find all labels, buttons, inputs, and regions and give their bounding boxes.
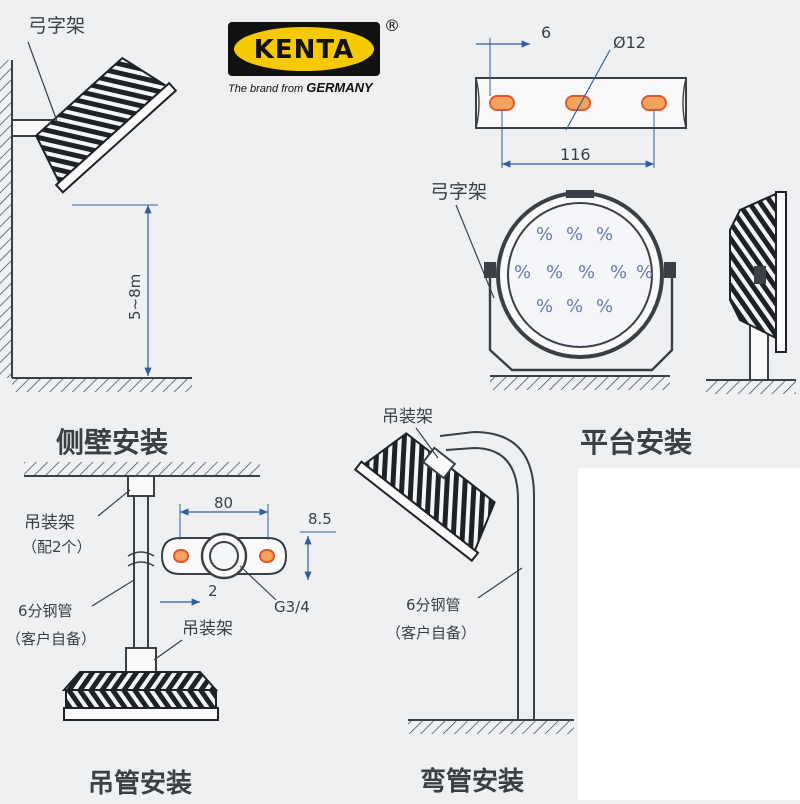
pendant-hanger-qty: （配2个） — [22, 538, 92, 556]
bent-pipe-title: 弯管安装 — [420, 766, 524, 797]
bow-bracket — [488, 270, 674, 372]
plate-slot-left — [489, 95, 515, 111]
blank-area — [578, 468, 800, 800]
dim-hole-leader — [565, 49, 611, 131]
plate-slot-center — [565, 95, 591, 111]
platform-install: 6 Ø12 116 %%% %%%%% %%% 弓字架 — [430, 23, 796, 459]
pendant-lamp-lens — [63, 707, 219, 721]
pendant-hanger2-leader — [153, 639, 183, 661]
pendant-pipe-label: 6分钢管 — [18, 602, 73, 620]
dim-edge-label: 6 — [541, 23, 551, 42]
tagline-country: GERMANY — [306, 80, 373, 95]
lamp-lens — [507, 202, 653, 348]
plate-slot-right — [641, 95, 667, 111]
svg-text:%: % — [610, 262, 627, 283]
bent-hanger-leader — [415, 427, 439, 459]
dim-spacing-label: 116 — [560, 145, 591, 164]
bent-pipe-outer — [439, 430, 535, 720]
side-knob — [754, 266, 766, 284]
plate-break-right — [682, 77, 687, 129]
hanger-hole-right — [259, 549, 275, 563]
top-hanger — [127, 475, 155, 497]
side-wall-title: 侧壁安装 — [56, 426, 168, 459]
svg-text:%: % — [578, 262, 595, 283]
logo-oval — [234, 27, 374, 71]
brand-logo: KENTA ® The brand from GERMANY — [228, 16, 400, 100]
pendant-lamp-fins — [61, 671, 219, 691]
bottom-hanger — [125, 647, 157, 673]
pendant-hanger-leader — [97, 489, 131, 517]
platform-floor-hatch — [490, 376, 670, 390]
ceiling-hatch — [24, 462, 260, 476]
side-wall-bracket-label: 弓字架 — [28, 15, 85, 37]
tagline-prefix: The brand from — [228, 83, 304, 95]
pendant-title: 吊管安装 — [88, 769, 192, 799]
bent-pipe-note: （客户自备） — [386, 624, 476, 642]
svg-text:%: % — [536, 224, 553, 245]
hanger-detail-bore — [209, 541, 239, 571]
bracket-leader — [27, 41, 59, 125]
bracket-knob-left — [484, 262, 496, 278]
bent-pipe-label: 6分钢管 — [406, 596, 461, 614]
platform-bracket-label: 弓字架 — [430, 181, 487, 203]
bent-hanger-label: 吊装架 — [382, 407, 433, 427]
brand-name: KENTA — [253, 35, 355, 65]
dim-gap-label: 2 — [208, 582, 218, 600]
svg-text:%: % — [596, 224, 613, 245]
bent-pipe-install: 吊装架 6分钢管 （客户自备） 弯管安装 — [353, 407, 574, 797]
thread-label: G3/4 — [274, 598, 310, 616]
dim-width-label: 80 — [214, 494, 233, 512]
bent-pipe-leader — [477, 567, 523, 599]
svg-text:%: % — [546, 262, 563, 283]
pipe-break — [127, 551, 155, 567]
hanger-hole-left — [173, 549, 189, 563]
wall-lamp — [34, 56, 178, 194]
brand-tagline: The brand from GERMANY — [228, 80, 373, 95]
bent-hanger — [421, 446, 457, 480]
dim-hole-label: Ø12 — [613, 33, 646, 52]
lamp-top-clip — [566, 190, 594, 198]
pendant-lamp-body — [65, 689, 217, 709]
bent-floor-hatch — [408, 720, 574, 734]
platform-bracket-leader — [455, 204, 495, 299]
bent-lamp — [353, 432, 496, 563]
bent-pipe-inner — [445, 446, 519, 720]
pendant-install: 吊装架 （配2个） 6分钢管 （客户自备） 吊装架 80 8.5 2 G3/4 — [6, 462, 336, 799]
led-pattern: %%% %%%%% %%% — [514, 224, 653, 317]
thread-leader — [239, 565, 277, 601]
svg-text:%: % — [596, 296, 613, 317]
pendant-pipe-leader — [91, 579, 135, 607]
pendant-pipe-note: （客户自备） — [6, 630, 96, 648]
svg-text:%: % — [566, 224, 583, 245]
side-lamp-lens — [775, 191, 787, 353]
svg-text:%: % — [514, 262, 531, 283]
side-floor-hatch — [706, 380, 796, 394]
pendant-hanger-label: 吊装架 — [24, 513, 75, 533]
side-wall-install: 弓字架 5~8m 侧壁安装 — [0, 15, 192, 459]
svg-text:%: % — [636, 262, 653, 283]
svg-text:%: % — [566, 296, 583, 317]
pendant-hanger-label-2: 吊装架 — [182, 619, 233, 639]
bracket-knob-right — [664, 262, 676, 278]
floor-hatch — [12, 378, 192, 392]
height-label: 5~8m — [126, 274, 144, 320]
registered-mark: ® — [384, 16, 400, 35]
platform-title: 平台安装 — [580, 426, 692, 459]
pendant-dim-hole-label: 8.5 — [308, 510, 332, 528]
plate-break-left — [475, 77, 480, 129]
wall-hatch — [0, 60, 12, 378]
svg-text:%: % — [536, 296, 553, 317]
